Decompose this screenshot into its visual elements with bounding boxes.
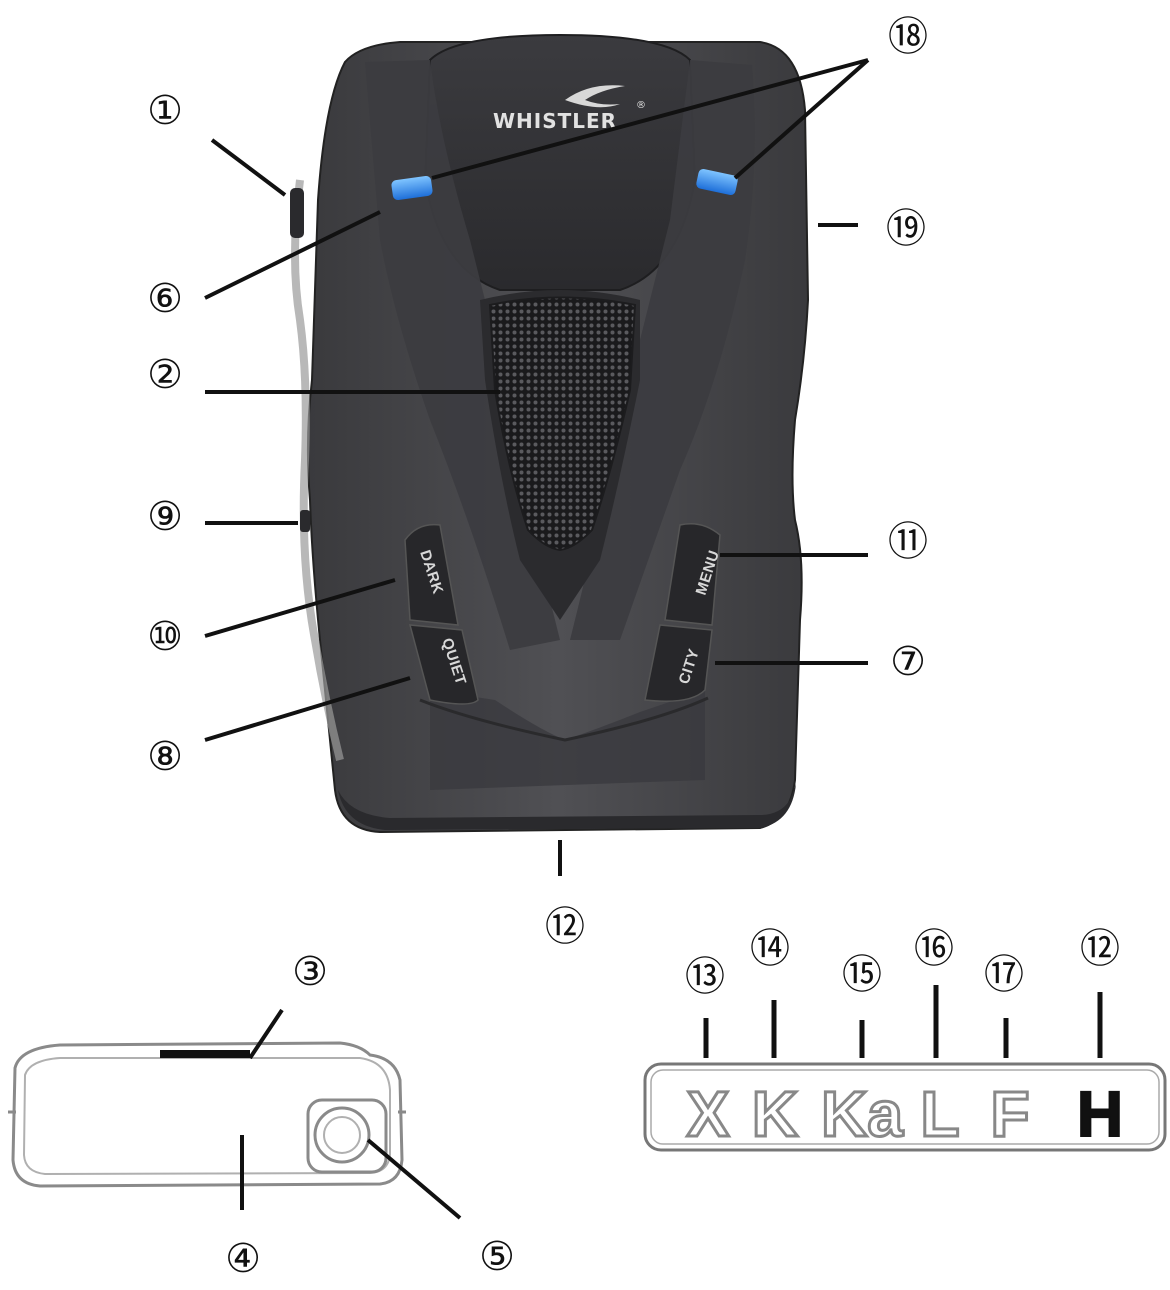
callout-10: ⑩ [147, 614, 183, 660]
callout-19: ⑲ [886, 206, 926, 252]
band-x: X [687, 1078, 730, 1150]
callout-12-display: ⑫ [1080, 926, 1120, 972]
band-l: L [920, 1078, 959, 1150]
band-ka: Ka [821, 1078, 903, 1150]
callout-16: ⑯ [914, 926, 954, 972]
callout-8: ⑧ [147, 734, 183, 780]
band-display: X K Ka L F H ⑬ ⑭ ⑮ ⑯ ⑰ ⑫ [643, 926, 1167, 1152]
led-left [391, 175, 433, 201]
callout-7: ⑦ [890, 639, 926, 685]
whistler-logo: WHISTLER ® [493, 85, 646, 133]
leader-lines [204, 58, 870, 876]
callout-9: ⑨ [147, 494, 183, 540]
speaker-grille [488, 296, 637, 552]
callout-11: ⑪ [888, 519, 928, 565]
callouts-main: ① ② ⑥ ⑨ ⑩ ⑧ ⑱ ⑲ ⑪ ⑦ ⑫ [147, 14, 928, 950]
callout-1: ① [147, 88, 183, 134]
callout-3: ③ [292, 949, 328, 995]
registered-mark: ® [636, 100, 646, 111]
band-k: K [752, 1078, 798, 1150]
callout-14: ⑭ [750, 926, 790, 972]
callout-12-bottom: ⑫ [545, 904, 585, 950]
callout-2: ② [147, 352, 183, 398]
quiet-button[interactable]: QUIET [408, 624, 479, 705]
callout-13: ⑬ [685, 954, 725, 1000]
callout-15: ⑮ [842, 952, 882, 998]
callout-6: ⑥ [147, 276, 183, 322]
callout-4: ④ [225, 1236, 261, 1282]
led-right [696, 168, 738, 196]
end-view: ③ ④ ⑤ [8, 949, 515, 1282]
band-h: H [1077, 1078, 1123, 1150]
band-f: F [990, 1078, 1029, 1150]
side-jack [300, 510, 310, 532]
callout-5: ⑤ [479, 1234, 515, 1280]
power-volume-knob [290, 188, 304, 238]
radar-detector-body: WHISTLER ® DARK QUIET MENU CITY [290, 33, 810, 834]
callout-17: ⑰ [984, 952, 1024, 998]
dark-button[interactable]: DARK [404, 523, 459, 626]
city-button[interactable]: CITY [644, 624, 713, 702]
callout-18: ⑱ [888, 14, 928, 60]
logo-text: WHISTLER [493, 109, 617, 133]
